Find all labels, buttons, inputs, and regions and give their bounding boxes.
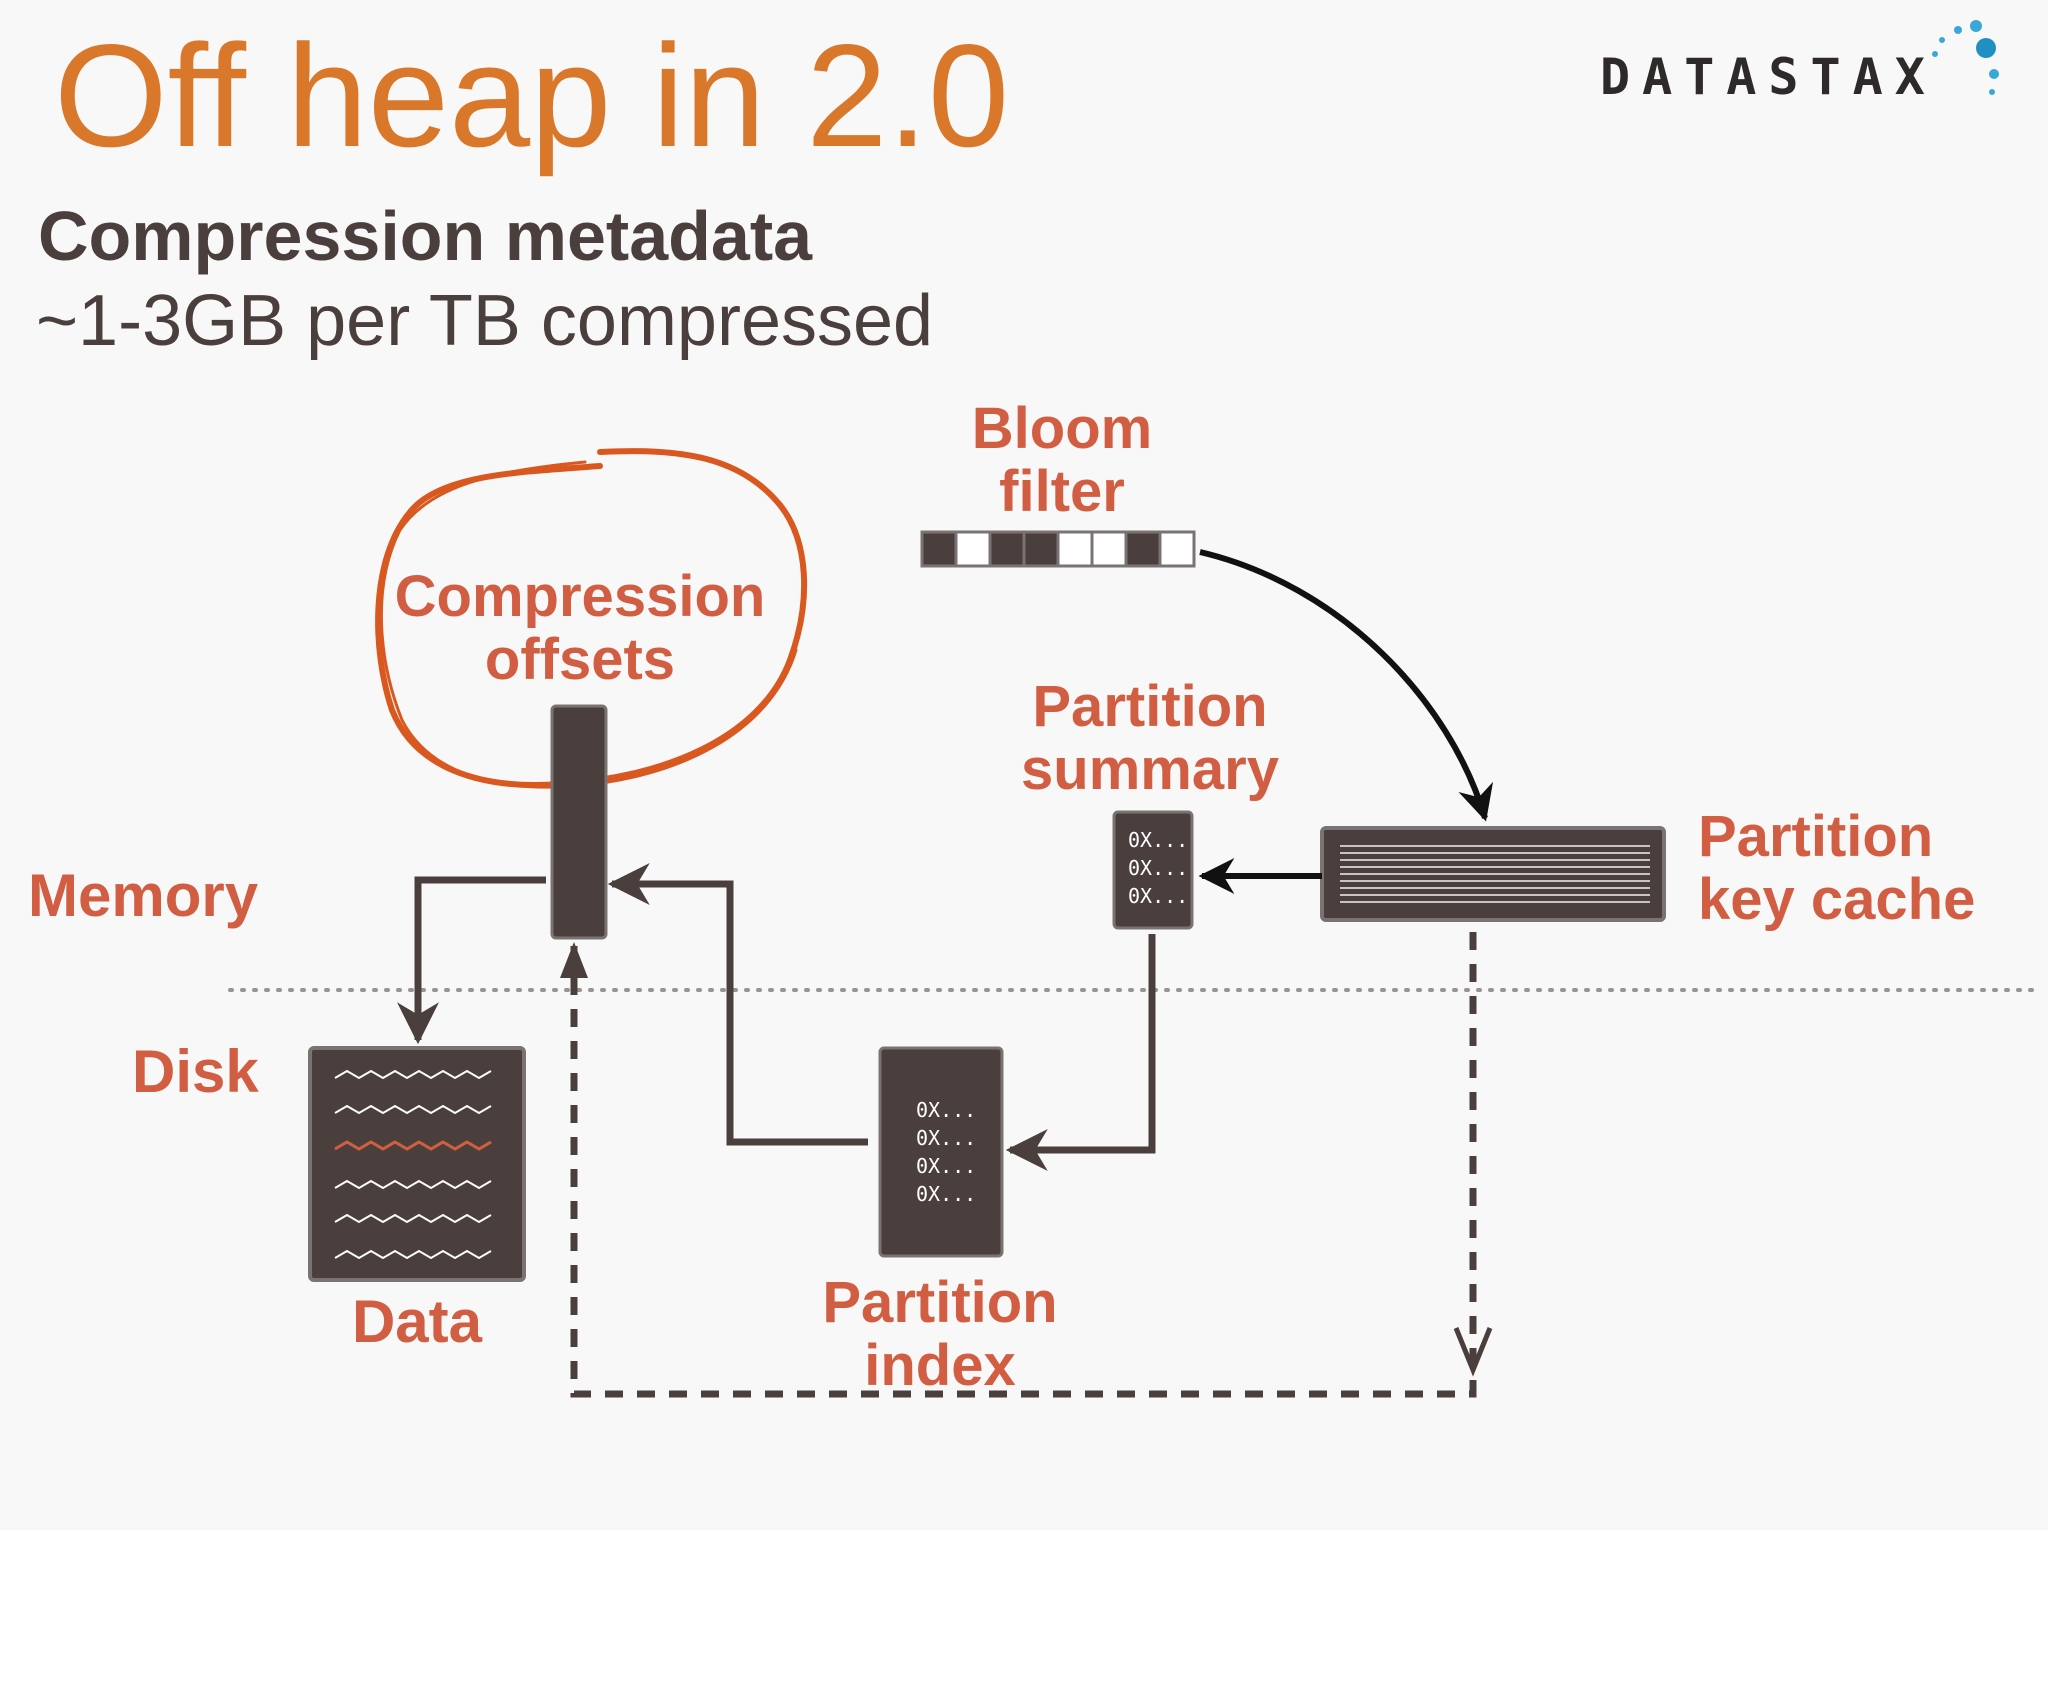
compression-offsets-bar: [550, 704, 608, 940]
arrow-keycache-dashed-loop: [570, 932, 1477, 1398]
index-entry: 0X...: [916, 1098, 977, 1122]
arrow-index-to-offsets: [607, 863, 868, 1146]
bloom-bit: [920, 530, 958, 568]
data-block: [308, 1046, 526, 1282]
arrowhead-loop-up: [560, 942, 588, 978]
partition-index-label: Partition index: [822, 1270, 1058, 1398]
arrow-bloom-to-keycache: [1199, 549, 1494, 822]
summary-entry: 0X...: [1128, 884, 1189, 908]
bloom-bit: [1124, 530, 1162, 568]
bloom-filter-label: Bloom filter: [971, 396, 1153, 524]
arrow-summary-to-index: [1005, 934, 1156, 1171]
partition-index-entries: 0X... 0X... 0X... 0X...: [916, 1096, 976, 1208]
compression-offsets-label: Compression offsets: [394, 564, 766, 692]
summary-entry: 0X...: [1128, 856, 1189, 880]
partition-key-cache-label: Partition key cache: [1698, 804, 1976, 932]
partition-summary-block: [1112, 810, 1194, 930]
data-label: Data: [351, 1288, 483, 1355]
index-entry: 0X...: [916, 1154, 977, 1178]
bloom-bit: [954, 530, 992, 568]
arrow-offsets-to-data: [397, 876, 546, 1045]
bloom-bit: [988, 530, 1026, 568]
bloom-filter-bits: [920, 530, 1196, 568]
bloom-bit: [1158, 530, 1196, 568]
partition-summary-entries: 0X... 0X... 0X...: [1128, 826, 1188, 910]
arrowhead-keycache-down: [1453, 1327, 1493, 1377]
slide-subline: ~1-3GB per TB compressed: [36, 281, 934, 361]
partition-index-block: [878, 1046, 1004, 1258]
index-entry: 0X...: [916, 1126, 977, 1150]
bloom-bit: [1022, 530, 1060, 568]
bloom-bit: [1090, 530, 1128, 568]
memory-label: Memory: [28, 862, 259, 929]
summary-entry: 0X...: [1128, 828, 1189, 852]
slide-subtitle: Compression metadata: [38, 197, 813, 275]
bloom-bit: [1056, 530, 1094, 568]
index-entry: 0X...: [916, 1182, 977, 1206]
slide-title: Off heap in 2.0: [54, 14, 1010, 177]
disk-label: Disk: [132, 1038, 259, 1105]
datastax-logo-text: DATASTAX: [1600, 48, 1937, 106]
partition-summary-label: Partition summary: [1021, 674, 1279, 802]
datastax-logo-dots: [1932, 20, 1999, 95]
partition-key-cache-block: [1320, 826, 1666, 922]
